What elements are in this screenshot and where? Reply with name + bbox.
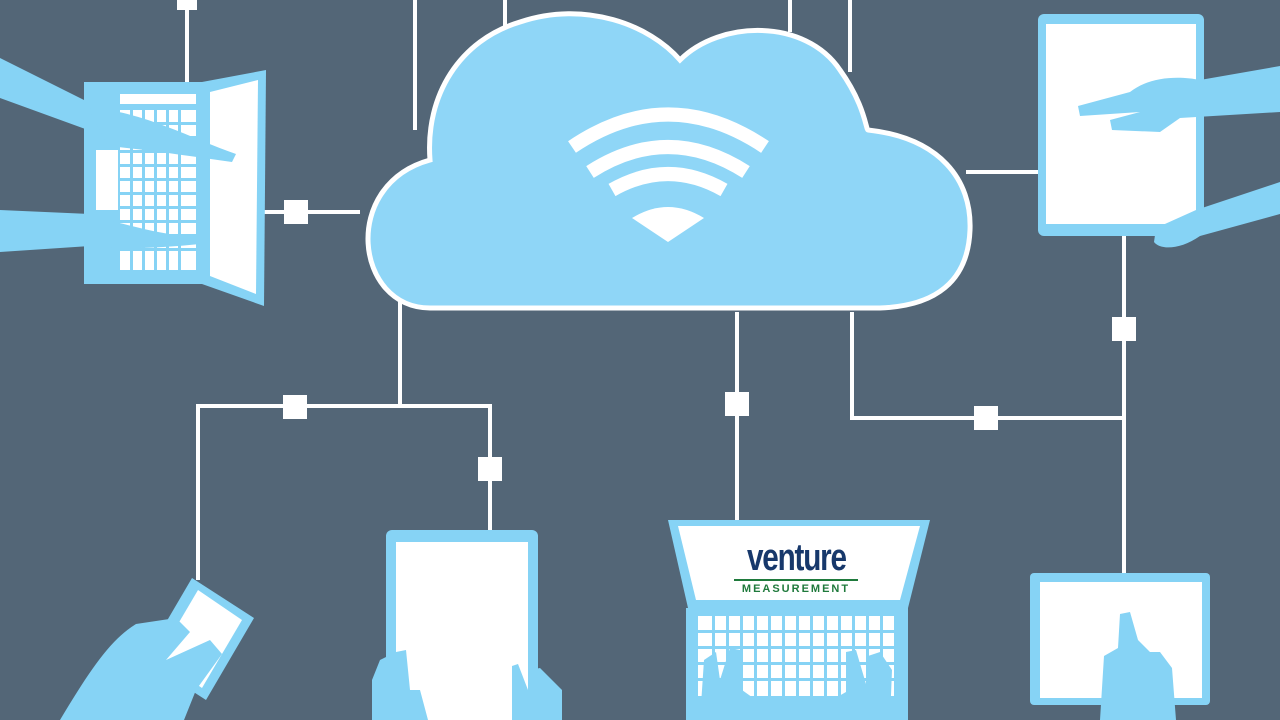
laptop-icon (668, 520, 930, 720)
smartphone-icon (60, 578, 254, 720)
wire-connectors (177, 0, 1136, 481)
network-wires (185, 0, 1126, 580)
logo-divider (734, 579, 858, 581)
brand-logo: venture MEASUREMENT (686, 532, 906, 602)
laptop-icon (0, 58, 266, 306)
wifi-icon (568, 107, 769, 197)
cloud-icon (365, 11, 973, 311)
logo-wordmark: venture (746, 537, 847, 579)
tablet-icon (1038, 14, 1280, 248)
tablet-icon (372, 530, 562, 720)
wifi-dot (632, 207, 704, 242)
tablet-icon (1030, 573, 1210, 720)
logo-tagline: MEASUREMENT (741, 583, 851, 595)
